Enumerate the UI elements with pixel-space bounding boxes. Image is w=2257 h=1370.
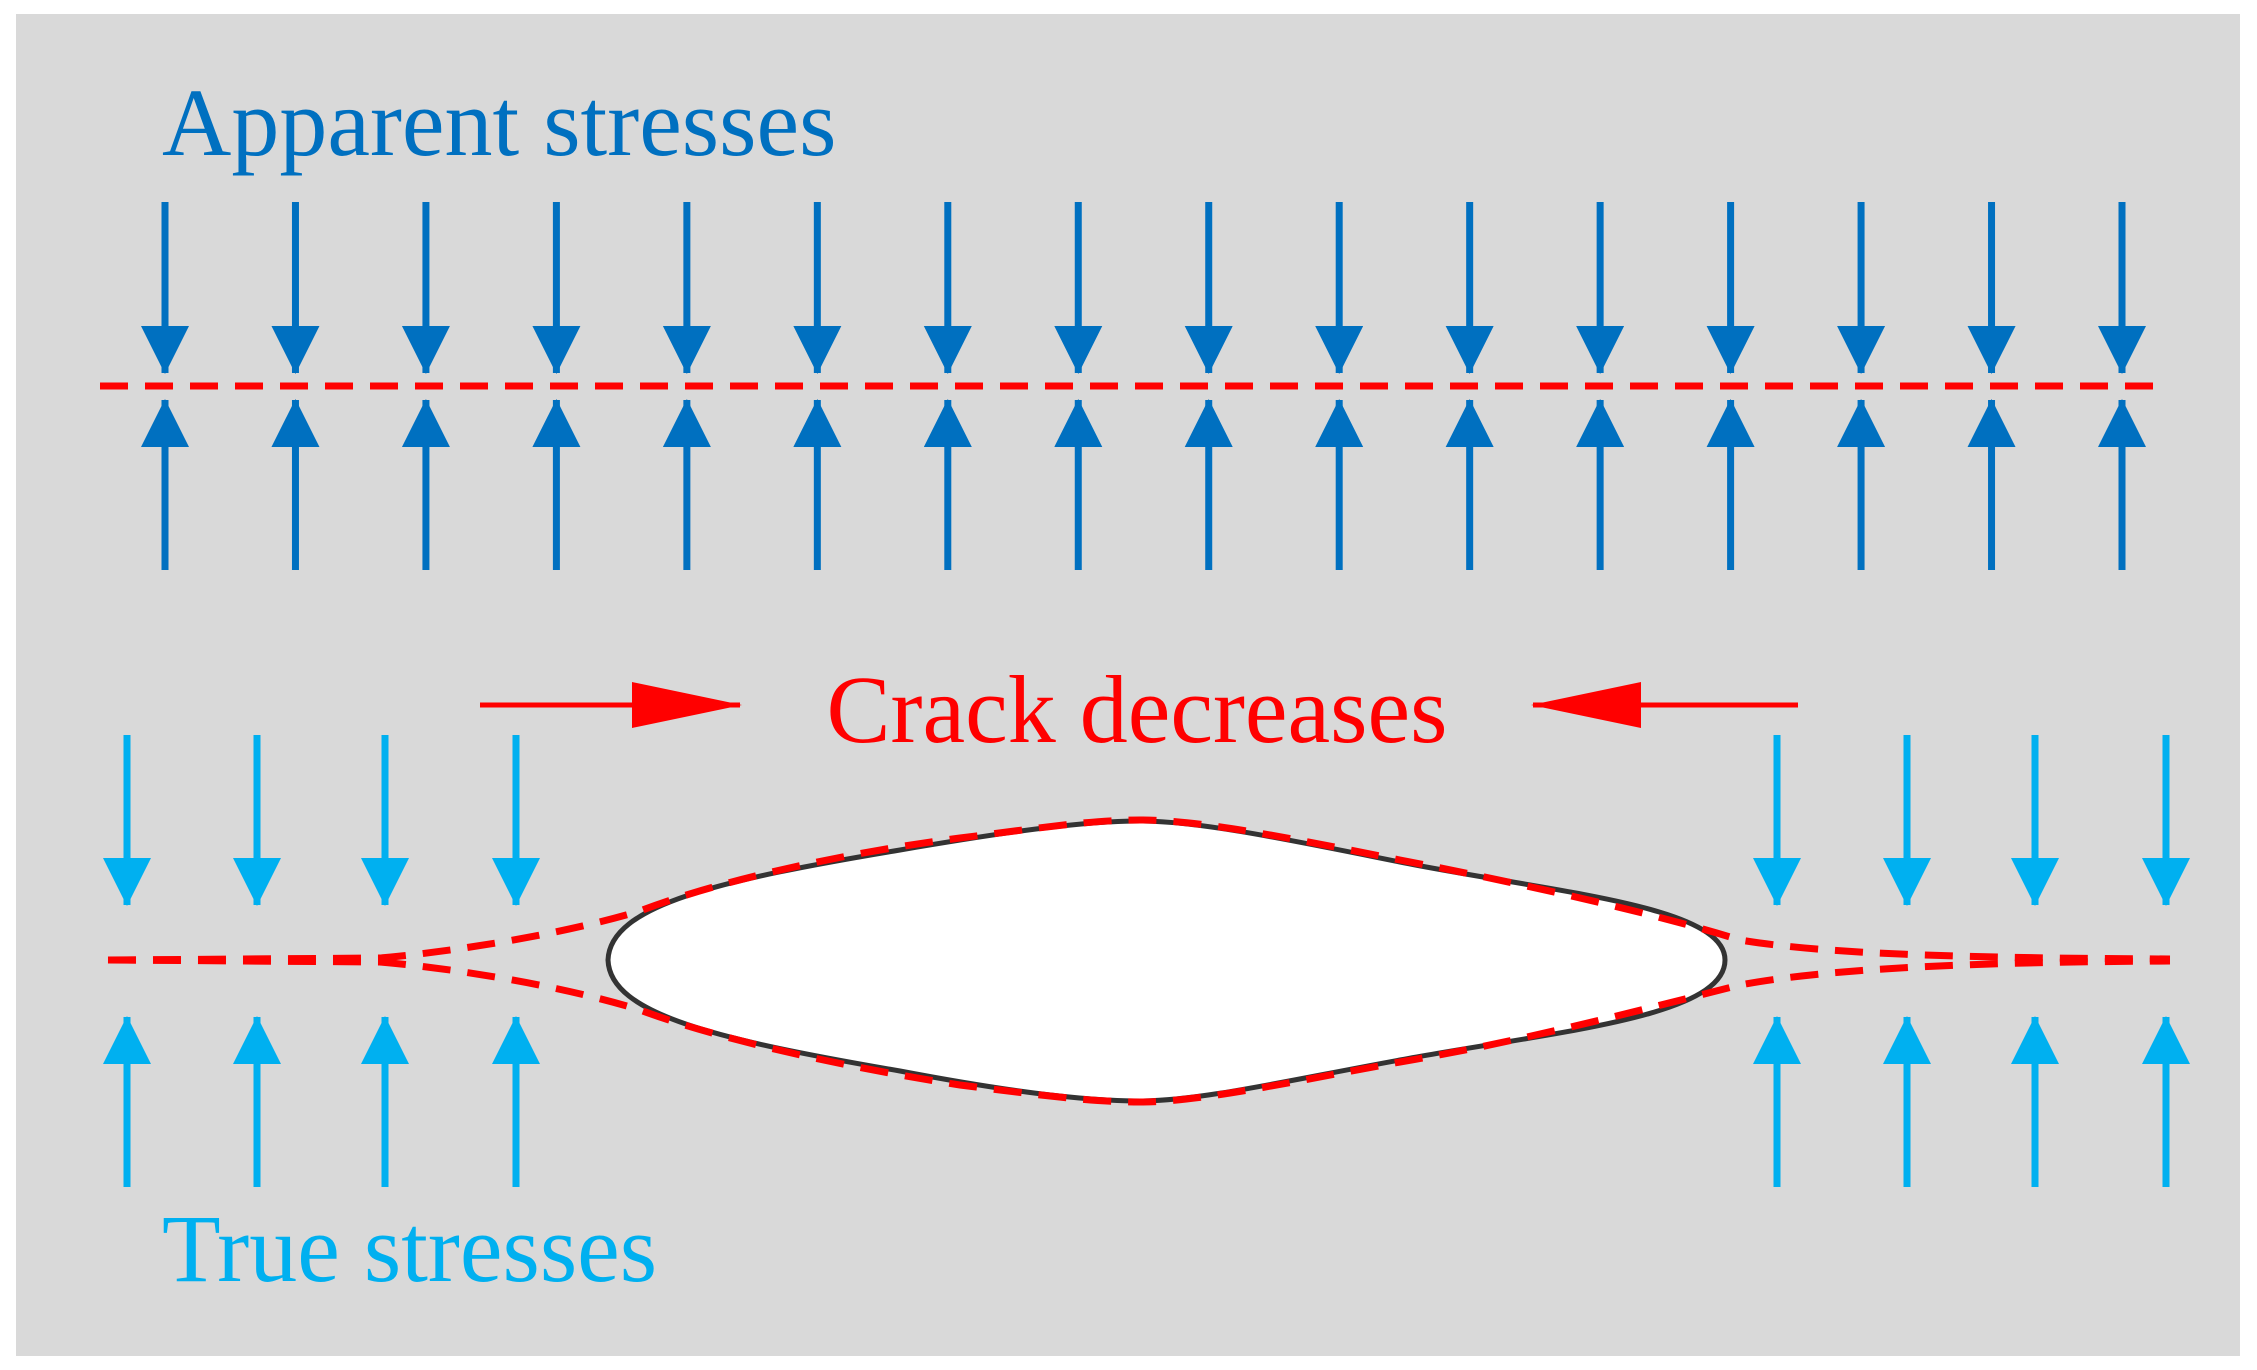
true-stress-arrows (103, 735, 2190, 1187)
apparent-stress-arrows (141, 202, 2146, 570)
apparent-stresses-label: Apparent stresses (162, 69, 836, 176)
crack-decreases-label: Crack decreases (827, 656, 1448, 763)
true-stresses-label: True stresses (162, 1195, 657, 1302)
crack-outline (605, 818, 1728, 1104)
crack-boundary-dashed-upper (107, 816, 2171, 964)
crack-boundary-dashed-lower (107, 956, 2171, 1106)
